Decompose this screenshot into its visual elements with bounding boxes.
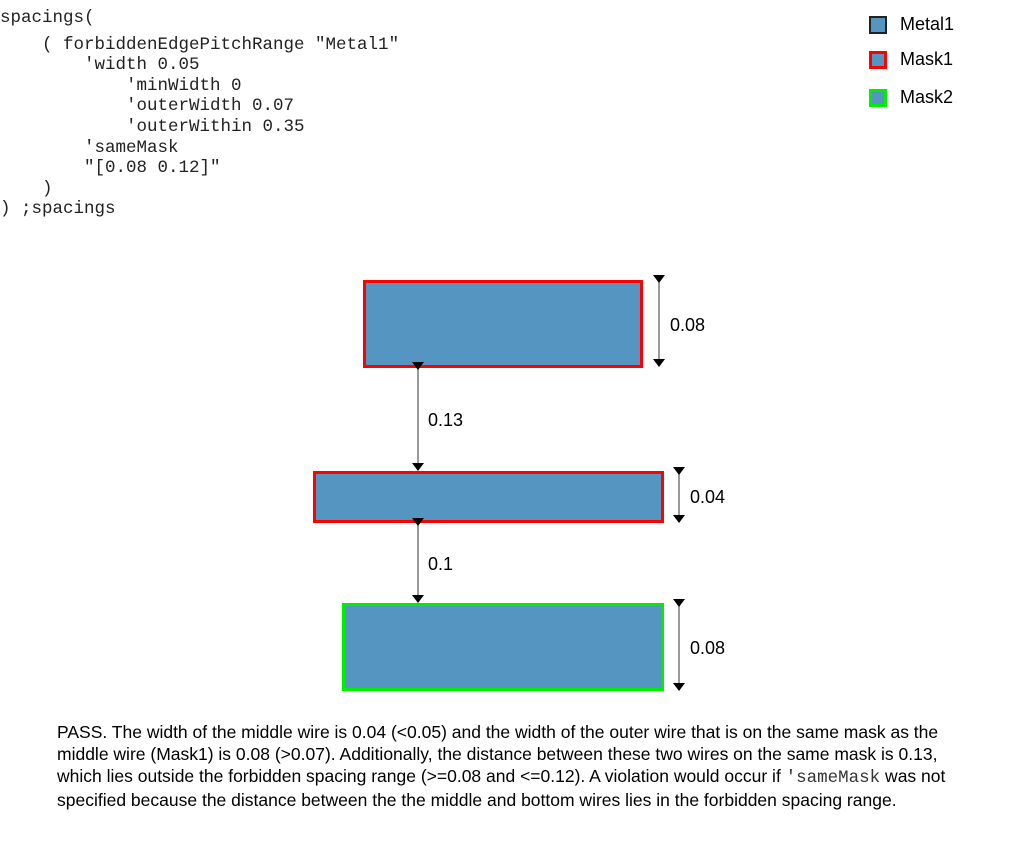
legend-mask2: Mask2 (869, 87, 953, 108)
spacing-label-middle-bottom: 0.1 (428, 554, 453, 574)
top-wire (363, 280, 643, 368)
code-line: spacings( (0, 8, 95, 28)
legend-label: Mask1 (900, 49, 954, 69)
description-text: PASS. The width of the middle wire is 0.… (57, 722, 939, 786)
legend-label: Metal1 (900, 14, 955, 34)
bottom-width-label: 0.08 (690, 638, 725, 658)
metal1-swatch (869, 15, 887, 34)
code-line: 'width 0.05 (0, 55, 200, 76)
code-line: ) (0, 178, 53, 199)
middle-width-label: 0.04 (690, 487, 725, 507)
mask2-swatch (869, 88, 887, 107)
code-line: ) ;spacings (0, 199, 116, 220)
spacing-label-top-middle: 0.13 (428, 410, 463, 430)
legend-label: Mask2 (900, 87, 954, 107)
code-line: 'minWidth 0 (0, 75, 242, 96)
description-text: was not specified because the distance b… (57, 766, 946, 810)
code-line: "[0.08 0.12]" (0, 158, 221, 179)
code-line: 'sameMask (0, 137, 179, 158)
code-block: spacings( ( forbiddenEdgePitchRange "Met… (0, 8, 399, 220)
code-line: 'outerWithin 0.35 (0, 116, 305, 137)
code-line: 'outerWidth 0.07 (0, 96, 295, 117)
result-description: PASS. The width of the middle wire is 0.… (57, 721, 977, 811)
description-code: 'sameMask (785, 768, 881, 788)
mask1-swatch (869, 50, 887, 69)
code-line: ( forbiddenEdgePitchRange "Metal1" (0, 34, 400, 55)
middle-wire (313, 471, 664, 523)
top-width-label: 0.08 (670, 315, 705, 335)
legend-mask1: Mask1 (869, 49, 953, 70)
bottom-wire (342, 603, 664, 691)
legend-metal1: Metal1 (869, 14, 954, 35)
